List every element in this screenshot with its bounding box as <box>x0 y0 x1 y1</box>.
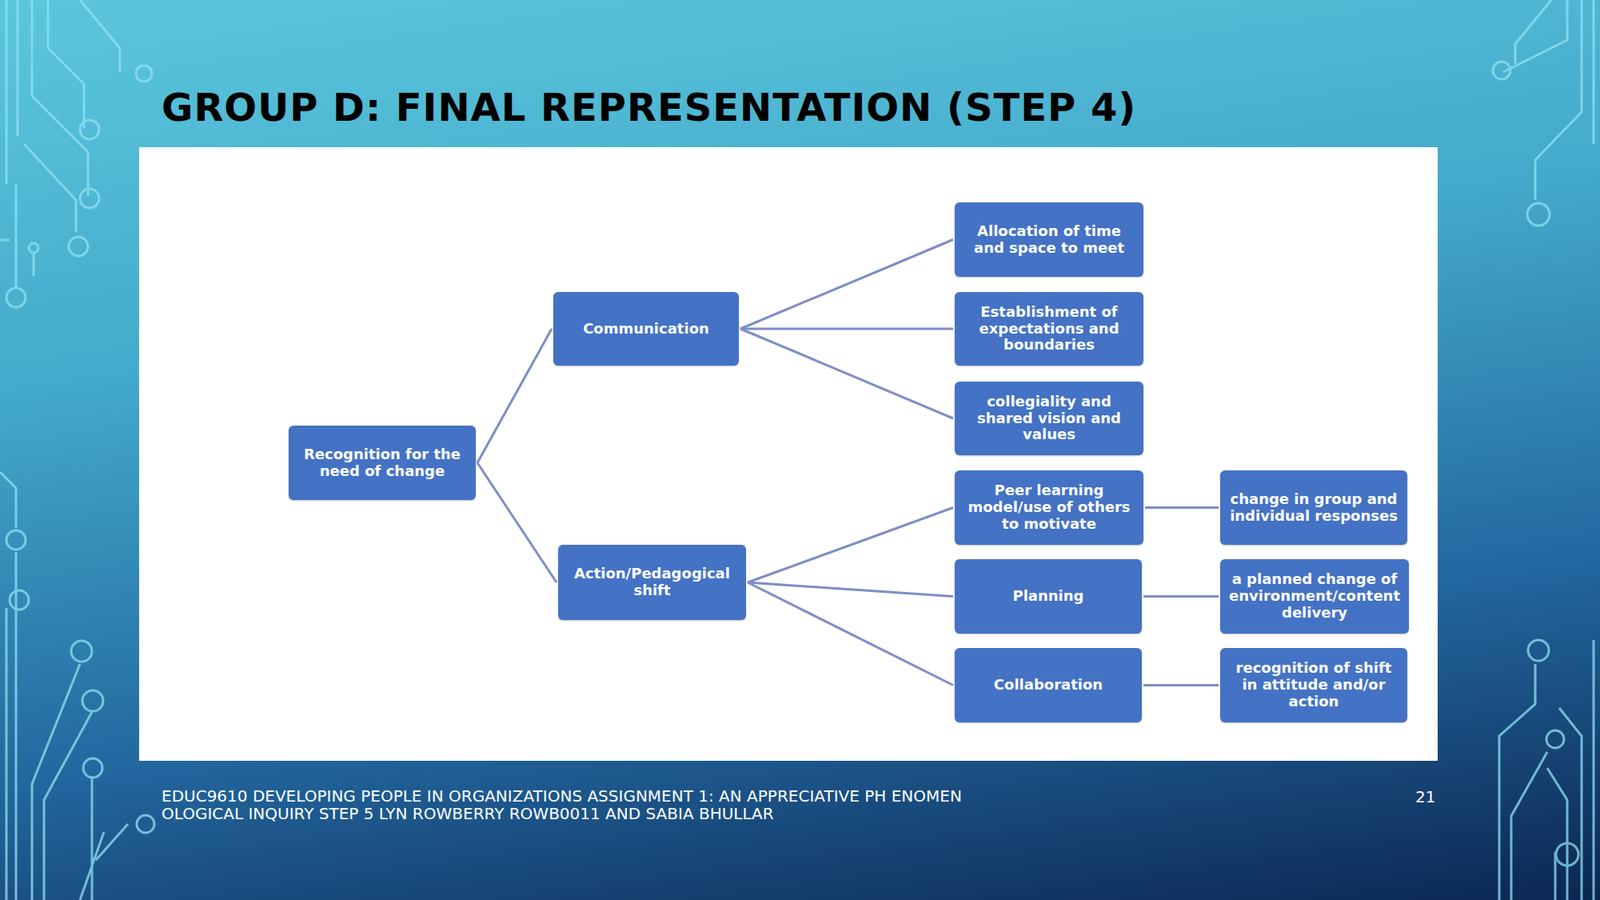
box-label: Collaboration <box>993 676 1103 694</box>
connector-line <box>740 328 954 419</box>
connector-line <box>740 327 954 331</box>
connector-line <box>1143 683 1219 687</box>
box-label: change in group and individual responses <box>1228 490 1400 524</box>
box-label: Action/Pedagogical shift <box>566 565 739 599</box>
root-box: Recognition for the need of change <box>288 425 476 500</box>
leaf-box: Planning <box>954 558 1142 634</box>
box-label: Communication <box>582 320 710 338</box>
outcome-box: change in group and individual responses <box>1220 470 1408 545</box>
outcome-box: recognition of shift in attitude and/or … <box>1220 647 1408 723</box>
leaf-box: collegiality and shared vision and value… <box>954 381 1144 455</box>
connector-line <box>477 462 557 583</box>
slide-title: GROUP D: FINAL REPRESENTATION (STEP 4) <box>161 84 1137 130</box>
box-label: recognition of shift in attitude and/or … <box>1228 659 1400 710</box>
footer-text: EDUC9610 DEVELOPING PEOPLE IN ORGANIZATI… <box>161 786 970 823</box>
connector-line <box>477 328 552 463</box>
connector-line <box>747 582 954 597</box>
box-label: collegiality and shared vision and value… <box>962 393 1136 443</box>
box-label: Planning <box>1012 587 1084 605</box>
box-label: Recognition for the need of change <box>296 446 468 479</box>
page-number: 21 <box>1415 786 1436 806</box>
branch-box: Communication <box>553 291 739 366</box>
branch-box: Action/Pedagogical shift <box>558 544 747 620</box>
outcome-box: a planned change of environment/content … <box>1220 558 1409 634</box>
connector-line <box>747 507 954 583</box>
connector-line <box>1145 506 1219 509</box>
box-label: Allocation of time and space to meet <box>962 223 1136 256</box>
box-label: a planned change of environment/content … <box>1228 570 1401 621</box>
leaf-box: Establishment of expectations and bounda… <box>954 291 1144 366</box>
connector-line <box>740 239 954 330</box>
leaf-box: Allocation of time and space to meet <box>954 202 1144 277</box>
leaf-box: Collaboration <box>954 647 1142 723</box>
box-label: Establishment of expectations and bounda… <box>962 303 1136 354</box>
connector-line <box>1143 594 1219 598</box>
leaf-box: Peer learning model/use of others to mot… <box>954 470 1144 545</box>
connector-line <box>747 582 954 686</box>
box-label: Peer learning model/use of others to mot… <box>962 482 1136 532</box>
